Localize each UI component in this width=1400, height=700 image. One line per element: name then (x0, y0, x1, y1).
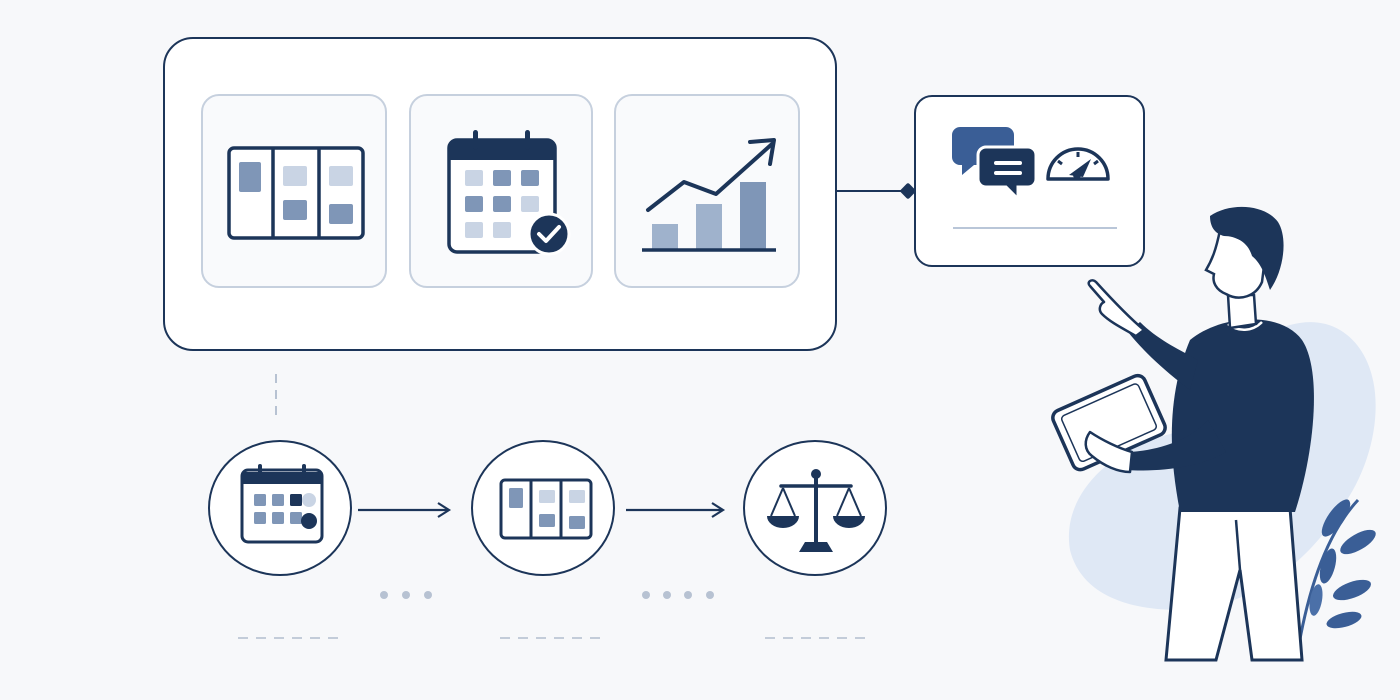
balance-scale-icon (767, 469, 865, 552)
kanban-card[interactable] (201, 94, 387, 288)
holding-arm (1126, 420, 1226, 471)
progress-dots-1 (380, 591, 432, 599)
flow-arrow-2 (626, 502, 726, 518)
growth-card[interactable] (614, 94, 800, 288)
calendar-card[interactable] (409, 94, 593, 288)
flow-arrow-1 (358, 502, 452, 518)
step-balance[interactable] (743, 440, 887, 576)
label-placeholder-2 (500, 637, 600, 639)
growth-chart-icon (642, 138, 776, 252)
pointing-hand (1087, 279, 1146, 338)
feedback-panel[interactable] (914, 95, 1145, 267)
step-calendar[interactable] (208, 440, 352, 576)
kanban-board-icon (227, 146, 365, 240)
torso (1171, 319, 1314, 512)
kanban-board-icon (499, 478, 593, 540)
plant-leaves (1296, 498, 1376, 651)
label-placeholder-3 (765, 637, 865, 639)
dashed-vertical-connector (275, 374, 277, 418)
calendar-icon (240, 464, 324, 544)
calendar-check-icon (447, 130, 571, 256)
holding-hand (1084, 430, 1134, 474)
person-illustration (1051, 206, 1376, 662)
step-kanban[interactable] (471, 440, 615, 576)
progress-dots-2 (642, 591, 714, 599)
label-placeholder-1 (238, 637, 338, 639)
pants (1164, 506, 1304, 662)
hair (1210, 206, 1284, 290)
speedometer-icon (1046, 147, 1110, 181)
feedback-divider (953, 227, 1117, 229)
panel-connector-line (837, 190, 907, 192)
chat-bubbles-icon (952, 127, 1038, 203)
pointing-arm (1128, 322, 1198, 390)
